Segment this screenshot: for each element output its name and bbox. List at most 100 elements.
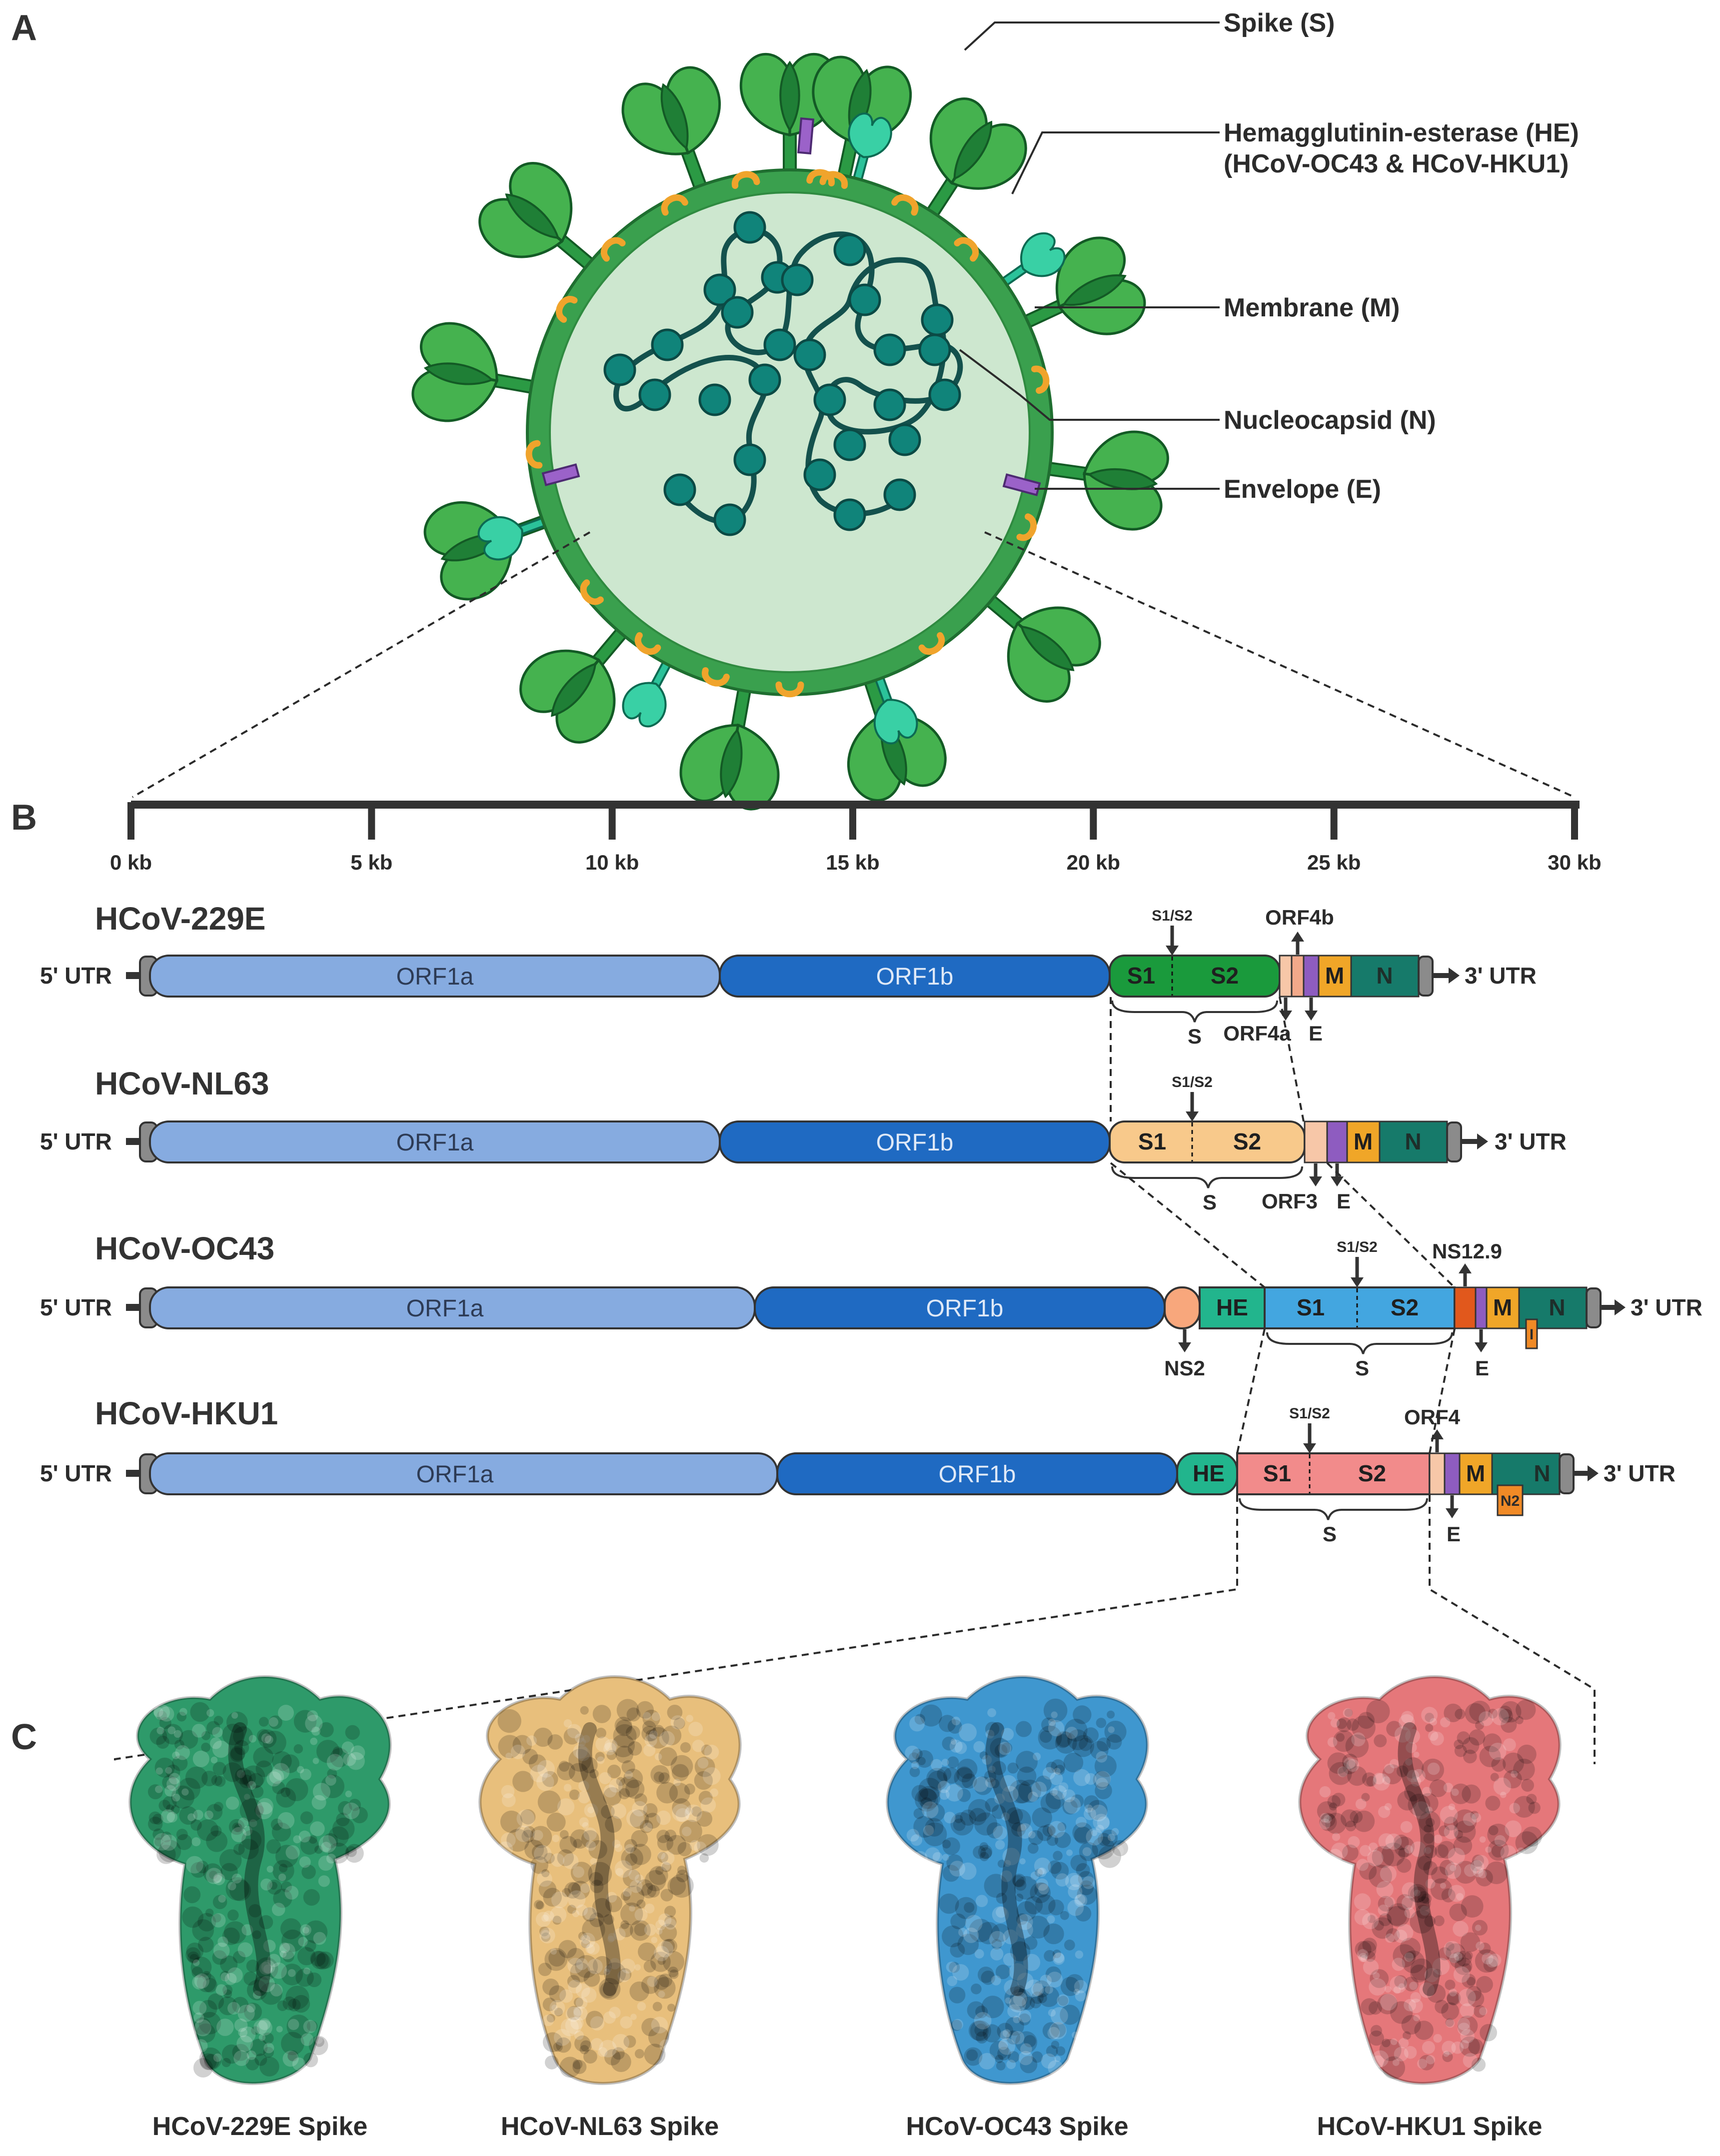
e-label: E bbox=[1475, 1356, 1489, 1380]
scale-tick-label: 5 kb bbox=[350, 851, 392, 874]
nucleocapsid-bead bbox=[721, 296, 754, 329]
label-he-species: (HCoV-OC43 & HCoV-HKU1) bbox=[1224, 149, 1569, 178]
s-label: S bbox=[1323, 1522, 1337, 1546]
utr3-label: 3' UTR bbox=[1631, 1294, 1703, 1320]
label-nucleocapsid: Nucleocapsid (N) bbox=[1224, 406, 1436, 435]
he-label: HE bbox=[1216, 1294, 1248, 1320]
n-block bbox=[1379, 1120, 1448, 1163]
spike-alignment-lines bbox=[114, 997, 1596, 1764]
ns129-label: NS12.9 bbox=[1432, 1239, 1502, 1263]
nucleocapsid-bead bbox=[928, 378, 961, 411]
s1-label: S1 bbox=[1127, 963, 1155, 989]
nucleocapsid-bead bbox=[883, 478, 916, 511]
utr3-label: 3' UTR bbox=[1495, 1128, 1567, 1154]
s1-label: S1 bbox=[1138, 1128, 1166, 1154]
n-label: N bbox=[1549, 1294, 1565, 1320]
s2-label: S2 bbox=[1211, 963, 1239, 989]
e-block bbox=[1475, 1286, 1488, 1329]
e-block bbox=[1303, 955, 1320, 998]
e-label: E bbox=[1447, 1522, 1461, 1546]
genome-name: HCoV-OC43 bbox=[95, 1230, 274, 1266]
n2-label: N2 bbox=[1501, 1493, 1520, 1509]
orf1b-label: ORF1b bbox=[939, 1461, 1016, 1488]
nucleocapsid-bead bbox=[873, 388, 906, 421]
scale-tick-label: 0 kb bbox=[110, 851, 152, 874]
m-label: M bbox=[1354, 1128, 1373, 1154]
genome-name: HCoV-NL63 bbox=[95, 1066, 269, 1101]
s1-label: S1 bbox=[1263, 1460, 1291, 1486]
genome-hcov-nl63: HCoV-NL63 5' UTR ORF1a ORF1b S1 S2 M N 3… bbox=[40, 1066, 1567, 1214]
nucleocapsid-bead bbox=[833, 428, 866, 461]
cleavage-label: S1/S2 bbox=[1337, 1239, 1378, 1255]
zoom-line-left bbox=[131, 531, 591, 798]
s1-label: S1 bbox=[1297, 1294, 1325, 1320]
nucleocapsid-bead bbox=[848, 283, 881, 316]
nucleocapsid-bead bbox=[703, 273, 736, 306]
nucleocapsid-beads bbox=[603, 211, 961, 536]
ns2-block bbox=[1164, 1286, 1201, 1329]
nucleocapsid-bead bbox=[663, 473, 696, 506]
nucleocapsid-bead bbox=[733, 443, 766, 476]
spike-protein bbox=[409, 318, 540, 435]
genome-name: HCoV-229E bbox=[95, 901, 265, 937]
scale-tick-label: 25 kb bbox=[1307, 851, 1361, 874]
spike-caption-oc43: HCoV-OC43 Spike bbox=[906, 2112, 1128, 2141]
nucleocapsid-bead bbox=[921, 303, 954, 336]
orf4a-block bbox=[1279, 955, 1293, 998]
orf4b-block bbox=[1291, 955, 1305, 998]
m-block bbox=[1346, 1120, 1381, 1163]
spike-protein bbox=[1043, 420, 1171, 533]
s-label: S bbox=[1355, 1356, 1369, 1380]
he-label: HE bbox=[1193, 1460, 1225, 1486]
virion-leader-lines bbox=[959, 21, 1220, 490]
n-label: N bbox=[1534, 1460, 1550, 1486]
orf1b-label: ORF1b bbox=[876, 1129, 954, 1156]
scale-tick-label: 15 kb bbox=[826, 851, 879, 874]
nucleocapsid-bead bbox=[833, 498, 866, 531]
scale-tick-label: 30 kb bbox=[1548, 851, 1601, 874]
utr5-label: 5' UTR bbox=[40, 1460, 112, 1486]
nucleocapsid-bead bbox=[918, 333, 951, 366]
s2-label: S2 bbox=[1358, 1460, 1386, 1486]
ns129-block bbox=[1454, 1286, 1477, 1329]
nucleocapsid-bead bbox=[833, 233, 866, 266]
scale-tick-label: 10 kb bbox=[585, 851, 639, 874]
nucleocapsid-bead bbox=[763, 328, 796, 361]
spike-caption-hku1: HCoV-HKU1 Spike bbox=[1317, 2112, 1543, 2141]
i-label: I bbox=[1530, 1326, 1534, 1343]
n2-block bbox=[1497, 1484, 1524, 1516]
spike-structure bbox=[478, 1675, 742, 2085]
spike-caption-229e: HCoV-229E Spike bbox=[152, 2112, 368, 2141]
virion-illustration bbox=[409, 52, 1171, 814]
viral-lumen bbox=[549, 191, 1031, 673]
cleavage-label: S1/S2 bbox=[1172, 1074, 1213, 1090]
orf1a-label: ORF1a bbox=[406, 1295, 484, 1322]
nucleocapsid-bead bbox=[603, 353, 636, 386]
m-label: M bbox=[1466, 1460, 1485, 1486]
label-spike: Spike (S) bbox=[1224, 8, 1335, 37]
m-label: M bbox=[1493, 1294, 1512, 1320]
e-block bbox=[1326, 1120, 1348, 1163]
e-label: E bbox=[1309, 1022, 1323, 1045]
nucleocapsid-bead bbox=[748, 363, 781, 396]
nucleocapsid-bead bbox=[803, 458, 836, 491]
nucleocapsid-bead bbox=[793, 338, 826, 371]
s2-label: S2 bbox=[1391, 1294, 1419, 1320]
nucleocapsid-bead bbox=[888, 423, 921, 456]
spike-structure bbox=[128, 1675, 392, 2085]
s2-label: S2 bbox=[1233, 1128, 1261, 1154]
genome-hcov-229e: HCoV-229E 5' UTR ORF1a ORF1b S1 S2 M N 3… bbox=[40, 901, 1537, 1048]
utr5-label: 5' UTR bbox=[40, 1294, 112, 1320]
spike-caption-nl63: HCoV-NL63 Spike bbox=[501, 2112, 719, 2141]
nucleocapsid-bead bbox=[813, 383, 846, 416]
spike-structure bbox=[886, 1675, 1149, 2085]
m-block bbox=[1318, 955, 1352, 998]
nucleocapsid-bead bbox=[638, 378, 671, 411]
envelope-protein bbox=[541, 463, 580, 486]
utr5-label: 5' UTR bbox=[40, 1128, 112, 1154]
nucleocapsid-bead bbox=[873, 333, 906, 366]
e-block bbox=[1444, 1452, 1461, 1495]
orf4-label: ORF4 bbox=[1404, 1405, 1461, 1429]
